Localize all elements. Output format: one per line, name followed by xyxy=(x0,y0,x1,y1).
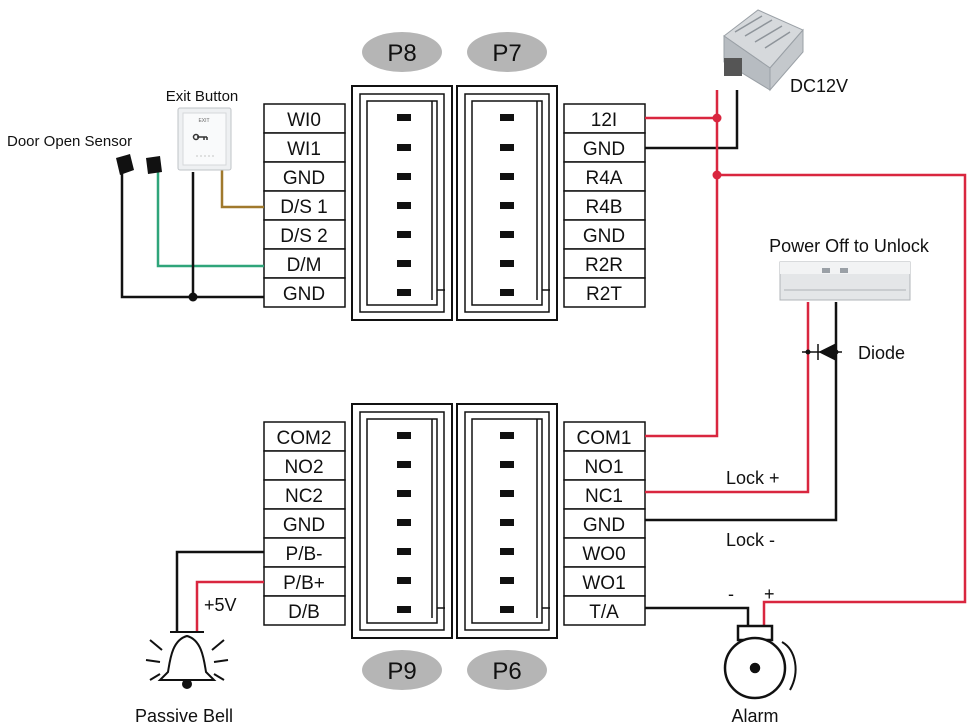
pin-label: GND xyxy=(283,515,325,536)
connector-body-p7 xyxy=(456,85,558,321)
pin-label: NC2 xyxy=(285,486,323,507)
connector-header-p9: P9 xyxy=(362,650,442,690)
pin-label: R2R xyxy=(585,255,623,276)
pin-label: D/S 2 xyxy=(280,226,328,247)
connector-header-p6: P6 xyxy=(467,650,547,690)
wire-bell-minus xyxy=(175,550,264,632)
wire-bell-plus xyxy=(195,580,264,632)
pin-labels-p8: WI0 WI1 GND D/S 1 D/S 2 D/M GND xyxy=(263,103,346,308)
pin-label: WO0 xyxy=(582,544,625,565)
lock-plus-label: Lock + xyxy=(726,468,780,488)
pin-label: GND xyxy=(583,226,625,247)
wire-junctions xyxy=(188,113,722,302)
wire-lock-plus xyxy=(645,302,810,494)
pin-label: GND xyxy=(283,168,325,189)
pin-labels-p6: COM1 NO1 NC1 GND WO0 WO1 T/A xyxy=(563,421,646,626)
wire-12v-supply xyxy=(645,90,719,120)
connector-p8-label: P8 xyxy=(387,40,416,67)
connector-p9-label: P9 xyxy=(387,658,416,685)
power-supply-device xyxy=(723,9,804,92)
alarm-minus-label: - xyxy=(728,584,734,604)
connector-p7-label: P7 xyxy=(492,40,521,67)
pin-label: GND xyxy=(283,284,325,305)
connector-p8-sockets xyxy=(397,114,411,296)
lock-device xyxy=(779,261,911,301)
exit-button-device: EXIT xyxy=(177,107,232,171)
connector-p7-sockets xyxy=(500,114,514,296)
lock-label: Power Off to Unlock xyxy=(769,236,930,256)
pin-labels-p7: 12I GND R4A R4B GND R2R R2T xyxy=(563,103,646,308)
bell-icon xyxy=(145,631,229,689)
connector-header-p7: P7 xyxy=(467,32,547,72)
pin-label: NC1 xyxy=(585,486,623,507)
diode-label: Diode xyxy=(858,343,905,363)
wire-exit-button xyxy=(220,170,264,209)
connector-body-p9 xyxy=(351,403,453,639)
power-supply-label: DC12V xyxy=(790,76,848,96)
connector-body-p8 xyxy=(351,85,453,321)
connector-p6-sockets xyxy=(500,432,514,613)
wire-alarm-minus xyxy=(645,606,750,626)
pin-label: R4A xyxy=(586,168,623,189)
pin-label: P/B- xyxy=(286,544,323,565)
wire-12v-bus xyxy=(645,118,967,626)
connector-p9-sockets xyxy=(397,432,411,613)
pin-label: 12I xyxy=(591,110,617,131)
wire-door-sensor-signal xyxy=(156,172,264,268)
pin-label: R4B xyxy=(586,197,623,218)
pin-label: R2T xyxy=(586,284,622,305)
pin-label: COM2 xyxy=(277,428,332,449)
wire-supply-gnd xyxy=(645,90,739,150)
pin-label: D/M xyxy=(287,255,322,276)
diode-symbol xyxy=(802,342,842,362)
pin-label: WI1 xyxy=(287,139,321,160)
pin-label: P/B+ xyxy=(283,573,325,594)
bell-label: Passive Bell xyxy=(135,706,233,726)
pin-label: NO1 xyxy=(584,457,623,478)
pin-label: WI0 xyxy=(287,110,321,131)
pin-label: T/A xyxy=(589,602,619,623)
exit-button-label: Exit Button xyxy=(166,88,239,105)
alarm-label: Alarm xyxy=(731,706,778,726)
bell-voltage-label: +5V xyxy=(204,595,237,615)
door-sensor-device xyxy=(116,154,162,175)
alarm-plus-label: + xyxy=(764,584,775,604)
pin-label: GND xyxy=(583,515,625,536)
lock-minus-label: Lock - xyxy=(726,530,775,550)
pin-label: NO2 xyxy=(284,457,323,478)
door-sensor-label: Door Open Sensor xyxy=(7,133,132,150)
alarm-icon xyxy=(723,624,797,700)
pin-label: GND xyxy=(583,139,625,160)
pin-label: COM1 xyxy=(577,428,632,449)
pin-label: D/B xyxy=(288,602,320,623)
connector-body-p6 xyxy=(456,403,558,639)
wire-input-gnd xyxy=(120,172,264,299)
pin-label: WO1 xyxy=(582,573,625,594)
pin-labels-p9: COM2 NO2 NC2 GND P/B- P/B+ D/B xyxy=(263,421,346,626)
exit-button-tiny-print: EXIT xyxy=(198,118,209,124)
wire-lock-minus xyxy=(645,302,838,522)
pin-label: D/S 1 xyxy=(280,197,328,218)
connector-p6-label: P6 xyxy=(492,658,521,685)
connector-header-p8: P8 xyxy=(362,32,442,72)
